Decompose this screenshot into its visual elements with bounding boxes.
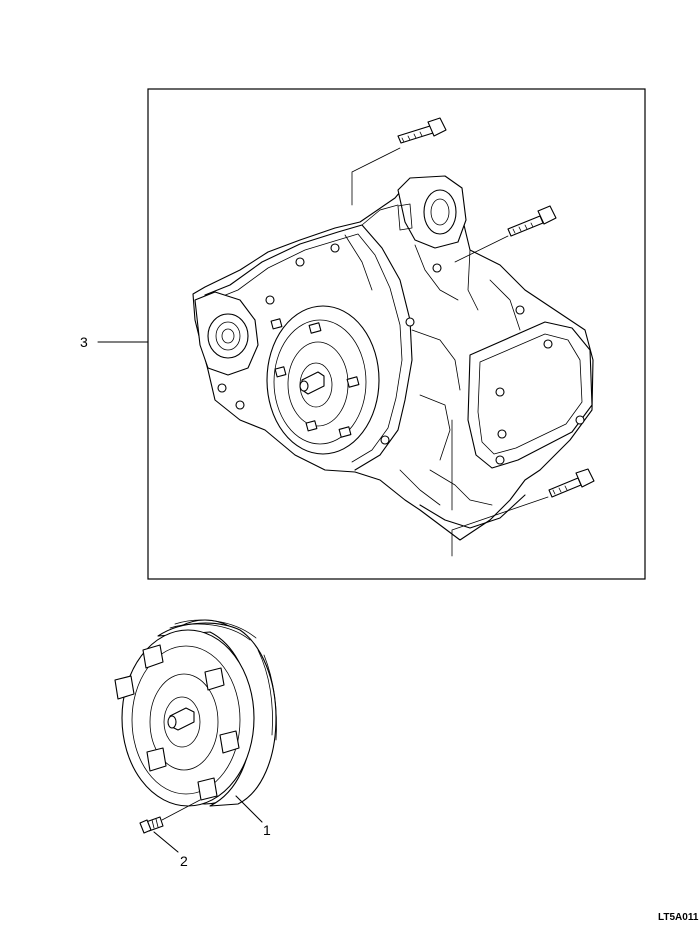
- transmission-assembly: [192, 117, 595, 557]
- callout-3: 3: [80, 334, 88, 350]
- assembly-frame: [147, 88, 646, 580]
- assembly-bolt-right: [507, 205, 557, 237]
- callout-2: 2: [180, 853, 188, 869]
- bolt-alignment-line: [161, 799, 201, 821]
- converter-bolt: [139, 816, 164, 834]
- leader-line-1: [235, 795, 263, 823]
- leader-line-2: [153, 831, 179, 853]
- callout-1: 1: [263, 822, 271, 838]
- torque-converter: [114, 619, 277, 807]
- assembly-bolt-bottom: [548, 468, 595, 498]
- assembly-bolt-top: [397, 117, 447, 144]
- drawing-code: LT5A011: [658, 912, 699, 923]
